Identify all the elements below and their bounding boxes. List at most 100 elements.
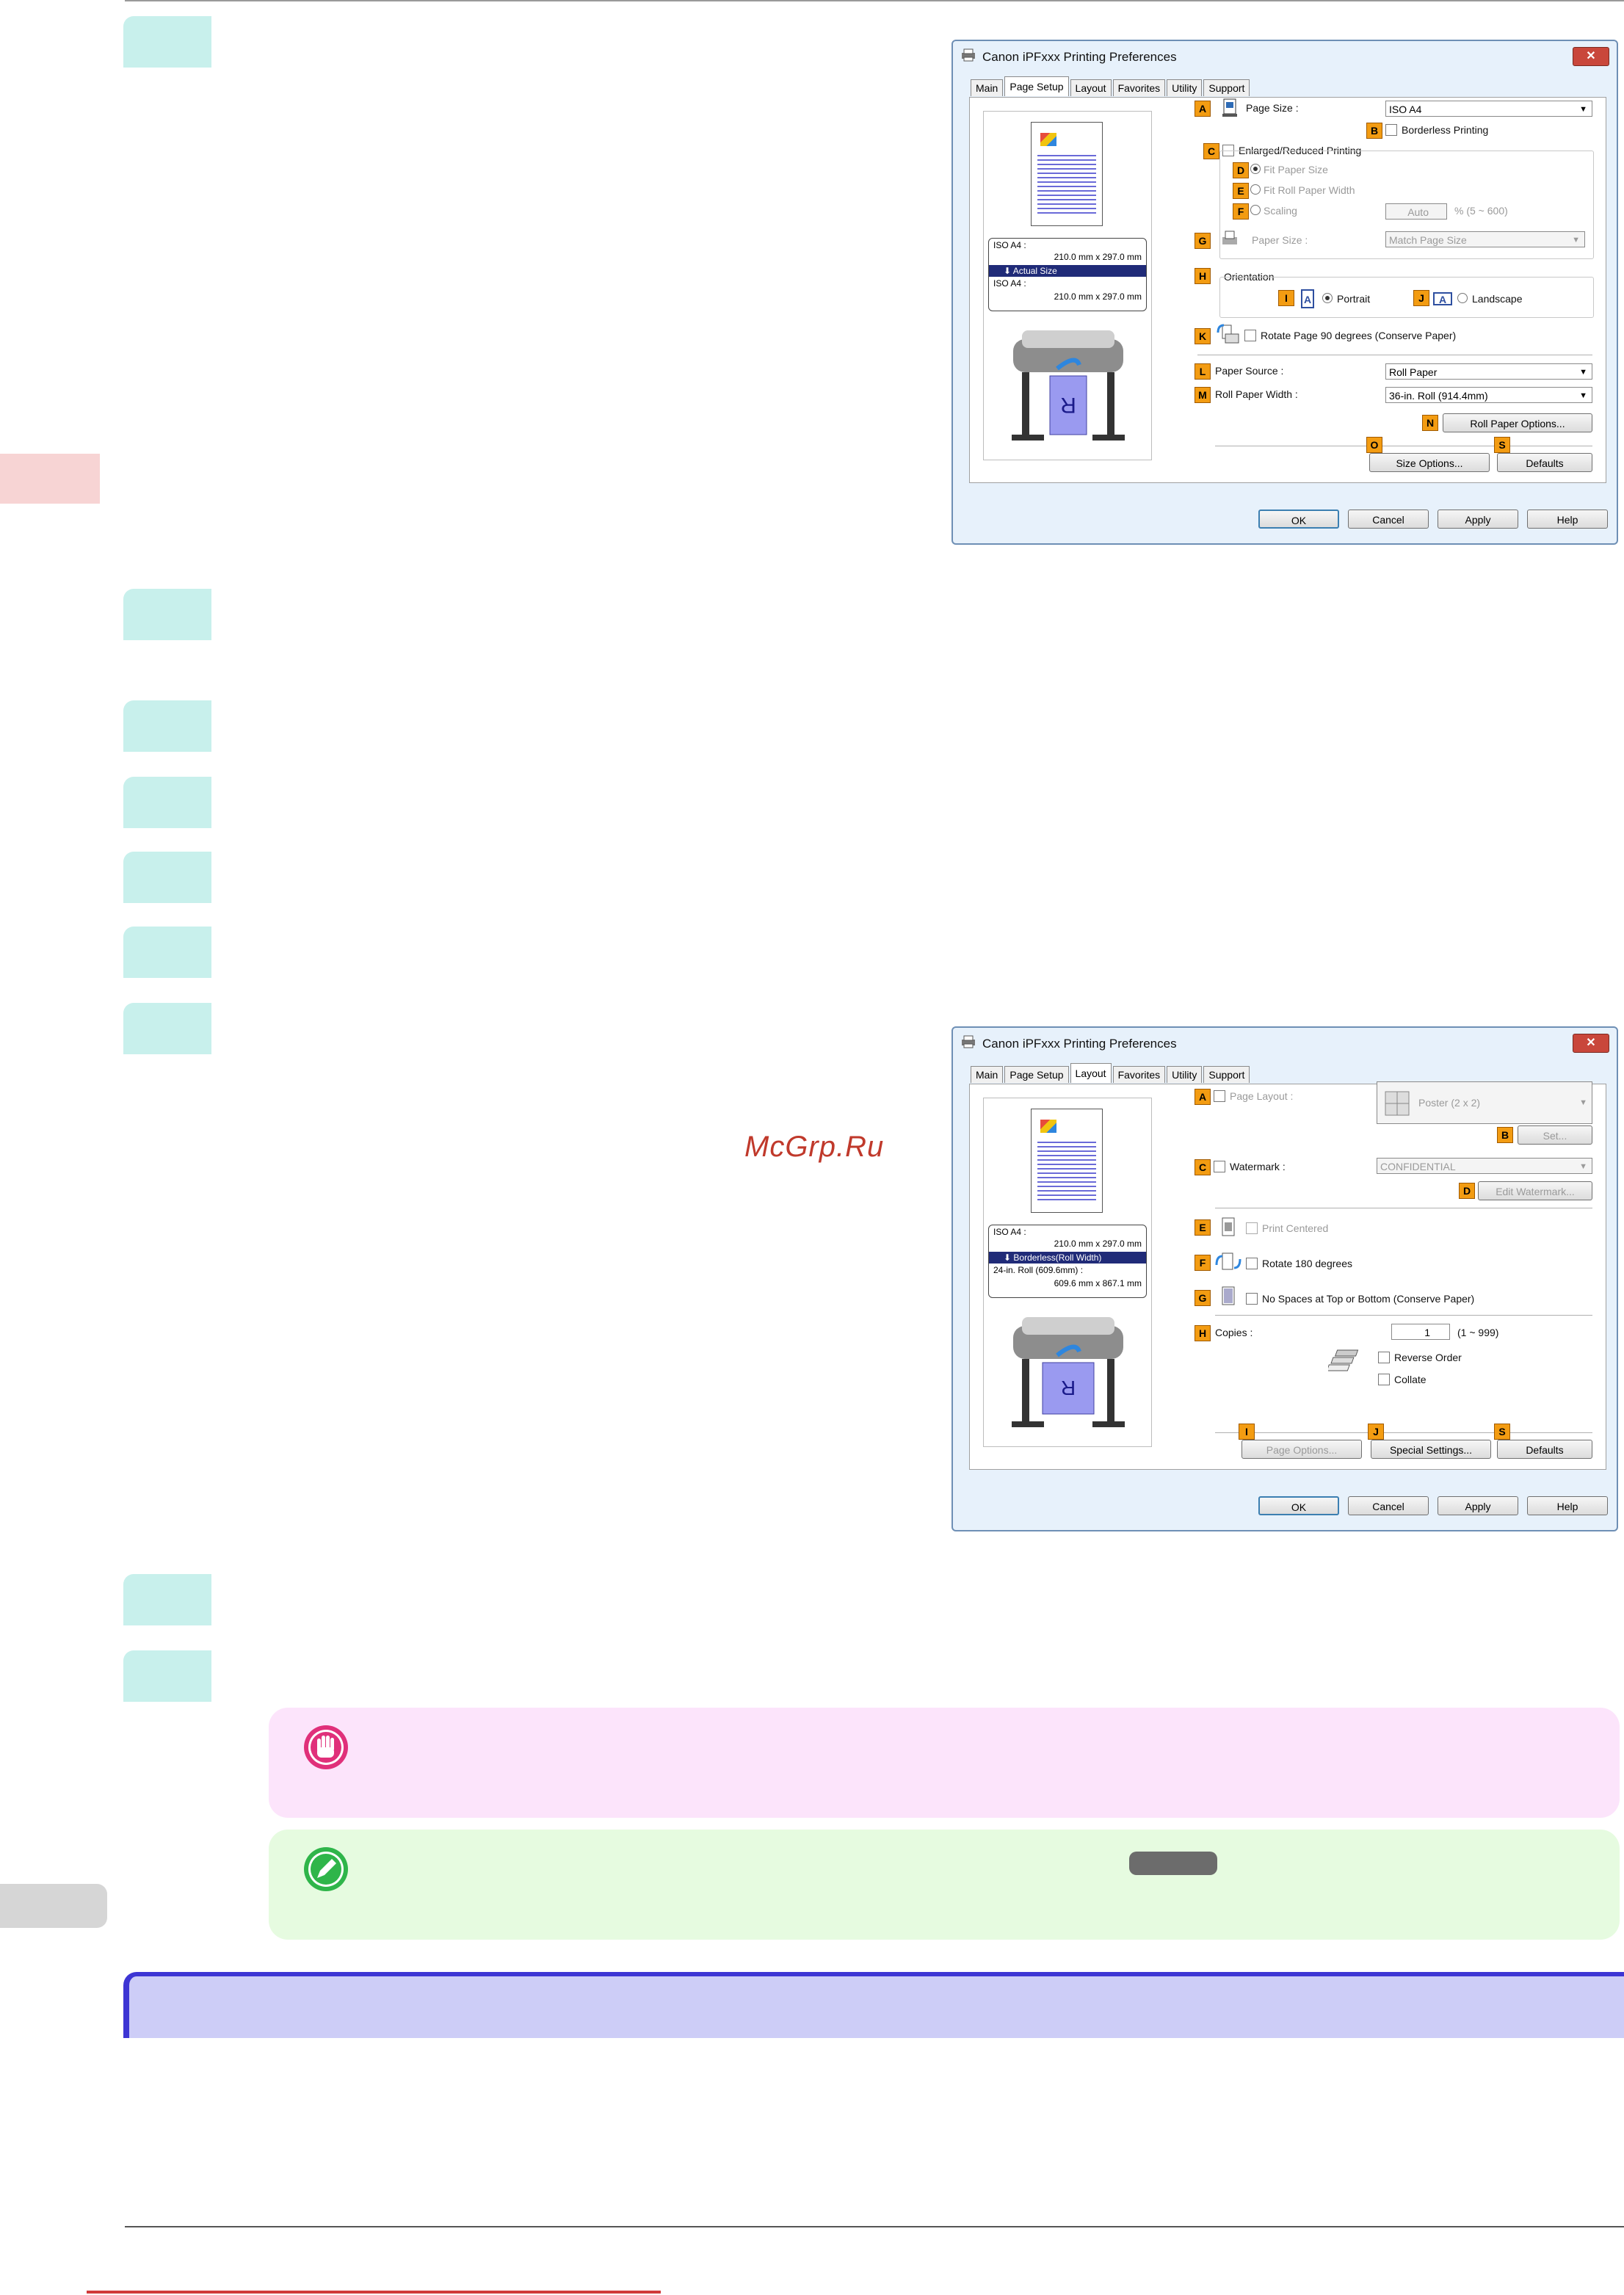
apply-button[interactable]: Apply [1438, 510, 1518, 529]
defaults-button[interactable]: Defaults [1497, 1440, 1592, 1459]
tab-favorites[interactable]: Favorites [1112, 79, 1166, 96]
scaling-radio[interactable] [1250, 205, 1261, 215]
preview-size-label: ISO A4 : [993, 240, 1026, 250]
tab-main[interactable]: Main [971, 1066, 1004, 1083]
tab-utility[interactable]: Utility [1167, 1066, 1203, 1083]
landscape-label: Landscape [1472, 293, 1523, 305]
svg-text:A: A [1439, 294, 1446, 305]
step-marker-2 [123, 589, 211, 640]
badge-b: B [1366, 123, 1382, 139]
landscape-radio[interactable] [1457, 293, 1468, 303]
rotate-page-checkbox[interactable] [1244, 330, 1256, 341]
roll-width-value: 36-in. Roll (914.4mm) [1389, 390, 1488, 402]
badge-b: B [1497, 1127, 1513, 1143]
rotate-180-checkbox[interactable] [1246, 1258, 1258, 1269]
special-settings-button[interactable]: Special Settings... [1371, 1440, 1491, 1459]
page-preview [1031, 1109, 1103, 1213]
tab-layout[interactable]: Layout [1070, 79, 1112, 96]
printer-illustration-icon: R [1012, 330, 1125, 440]
ok-button[interactable]: OK [1258, 1496, 1339, 1515]
tab-page-setup[interactable]: Page Setup [1004, 1066, 1069, 1083]
preview-size-value: 210.0 mm x 297.0 mm [1054, 1239, 1142, 1249]
footer-rule [125, 2226, 1624, 2227]
page-layout-checkbox[interactable] [1214, 1090, 1225, 1102]
page-size-select[interactable]: ISO A4 ▼ [1385, 101, 1592, 117]
stop-hand-icon [304, 1725, 348, 1769]
badge-e: E [1195, 1219, 1211, 1236]
portrait-label: Portrait [1337, 293, 1371, 305]
no-spaces-icon [1222, 1286, 1235, 1305]
help-button[interactable]: Help [1527, 1496, 1608, 1515]
page-layout-select[interactable]: Poster (2 x 2)▼ [1377, 1081, 1592, 1124]
reverse-order-checkbox[interactable] [1378, 1352, 1390, 1363]
badge-k: K [1195, 328, 1211, 344]
tab-support[interactable]: Support [1203, 1066, 1250, 1083]
chapter-side-tab[interactable] [0, 454, 100, 504]
paper-source-select[interactable]: Roll Paper▼ [1385, 363, 1592, 380]
size-options-button[interactable]: Size Options... [1369, 453, 1490, 472]
print-centered-checkbox[interactable] [1246, 1222, 1258, 1234]
preview-mode: ⬇ Borderless(Roll Width) [989, 1252, 1146, 1263]
apply-button[interactable]: Apply [1438, 1496, 1518, 1515]
portrait-radio[interactable] [1322, 293, 1333, 303]
fit-roll-radio[interactable] [1250, 184, 1261, 195]
edit-watermark-button[interactable]: Edit Watermark... [1478, 1181, 1592, 1200]
printer-icon [962, 1035, 975, 1048]
divider [1215, 1315, 1592, 1316]
fit-paper-radio[interactable] [1250, 164, 1261, 174]
badge-l: L [1195, 363, 1211, 380]
tab-layout[interactable]: Layout [1070, 1063, 1112, 1083]
defaults-button[interactable]: Defaults [1497, 453, 1592, 472]
enlarged-group [1219, 151, 1594, 259]
tab-utility[interactable]: Utility [1167, 79, 1203, 96]
borderless-checkbox[interactable] [1385, 124, 1397, 136]
preview-mode-label: Actual Size [1012, 266, 1057, 276]
tab-support[interactable]: Support [1203, 79, 1250, 96]
close-button[interactable]: ✕ [1573, 47, 1609, 66]
chevron-down-icon: ▼ [1579, 105, 1587, 114]
roll-width-select[interactable]: 36-in. Roll (914.4mm)▼ [1385, 387, 1592, 403]
paper-size-select[interactable]: Match Page Size▼ [1385, 231, 1585, 247]
badge-a: A [1195, 101, 1211, 117]
no-spaces-checkbox[interactable] [1246, 1293, 1258, 1305]
tab-page-setup[interactable]: Page Setup [1004, 76, 1069, 96]
help-button[interactable]: Help [1527, 510, 1608, 529]
paper-source-label: Paper Source : [1215, 365, 1284, 377]
printer-icon [962, 48, 975, 62]
badge-m: M [1195, 387, 1211, 403]
scaling-value: Auto [1407, 206, 1429, 218]
close-button[interactable]: ✕ [1573, 1034, 1609, 1053]
print-centered-icon [1222, 1217, 1235, 1236]
scaling-spinner[interactable]: Auto [1385, 203, 1447, 220]
collate-checkbox[interactable] [1378, 1374, 1390, 1385]
tab-main[interactable]: Main [971, 79, 1004, 96]
printer-letter: R [1060, 393, 1076, 417]
rotate-page-label: Rotate Page 90 degrees (Conserve Paper) [1261, 330, 1457, 341]
set-button[interactable]: Set... [1518, 1125, 1592, 1145]
bottom-accent-line [87, 2291, 661, 2294]
index-side-tab[interactable] [0, 1884, 107, 1928]
cancel-button[interactable]: Cancel [1348, 1496, 1429, 1515]
watermark-checkbox[interactable] [1214, 1161, 1225, 1172]
reference-button[interactable] [1129, 1852, 1217, 1875]
chevron-down-icon: ▼ [1579, 1162, 1587, 1171]
badge-i: I [1239, 1424, 1255, 1440]
svg-text:A: A [1304, 294, 1311, 305]
watermark-select[interactable]: CONFIDENTIAL▼ [1377, 1158, 1592, 1174]
badge-j: J [1413, 290, 1429, 306]
printer-letter: R [1061, 1377, 1076, 1399]
badge-i: I [1278, 290, 1294, 306]
roll-paper-options-button[interactable]: Roll Paper Options... [1443, 413, 1592, 432]
step-marker-3 [123, 700, 211, 752]
printing-preferences-dialog-layout: Canon iPFxxx Printing Preferences ✕ Main… [951, 1026, 1618, 1531]
tab-panel: ISO A4 : 210.0 mm x 297.0 mm ⬇ Borderles… [969, 1081, 1606, 1470]
page-options-button[interactable]: Page Options... [1241, 1440, 1362, 1459]
step-marker-4 [123, 777, 211, 828]
copies-spinner[interactable]: 1 [1391, 1324, 1450, 1340]
ok-button[interactable]: OK [1258, 510, 1339, 529]
cancel-button[interactable]: Cancel [1348, 510, 1429, 529]
badge-h: H [1195, 268, 1211, 284]
tab-favorites[interactable]: Favorites [1112, 1066, 1166, 1083]
page-size-value: ISO A4 [1389, 104, 1422, 115]
rotate-page-icon [1217, 324, 1239, 344]
